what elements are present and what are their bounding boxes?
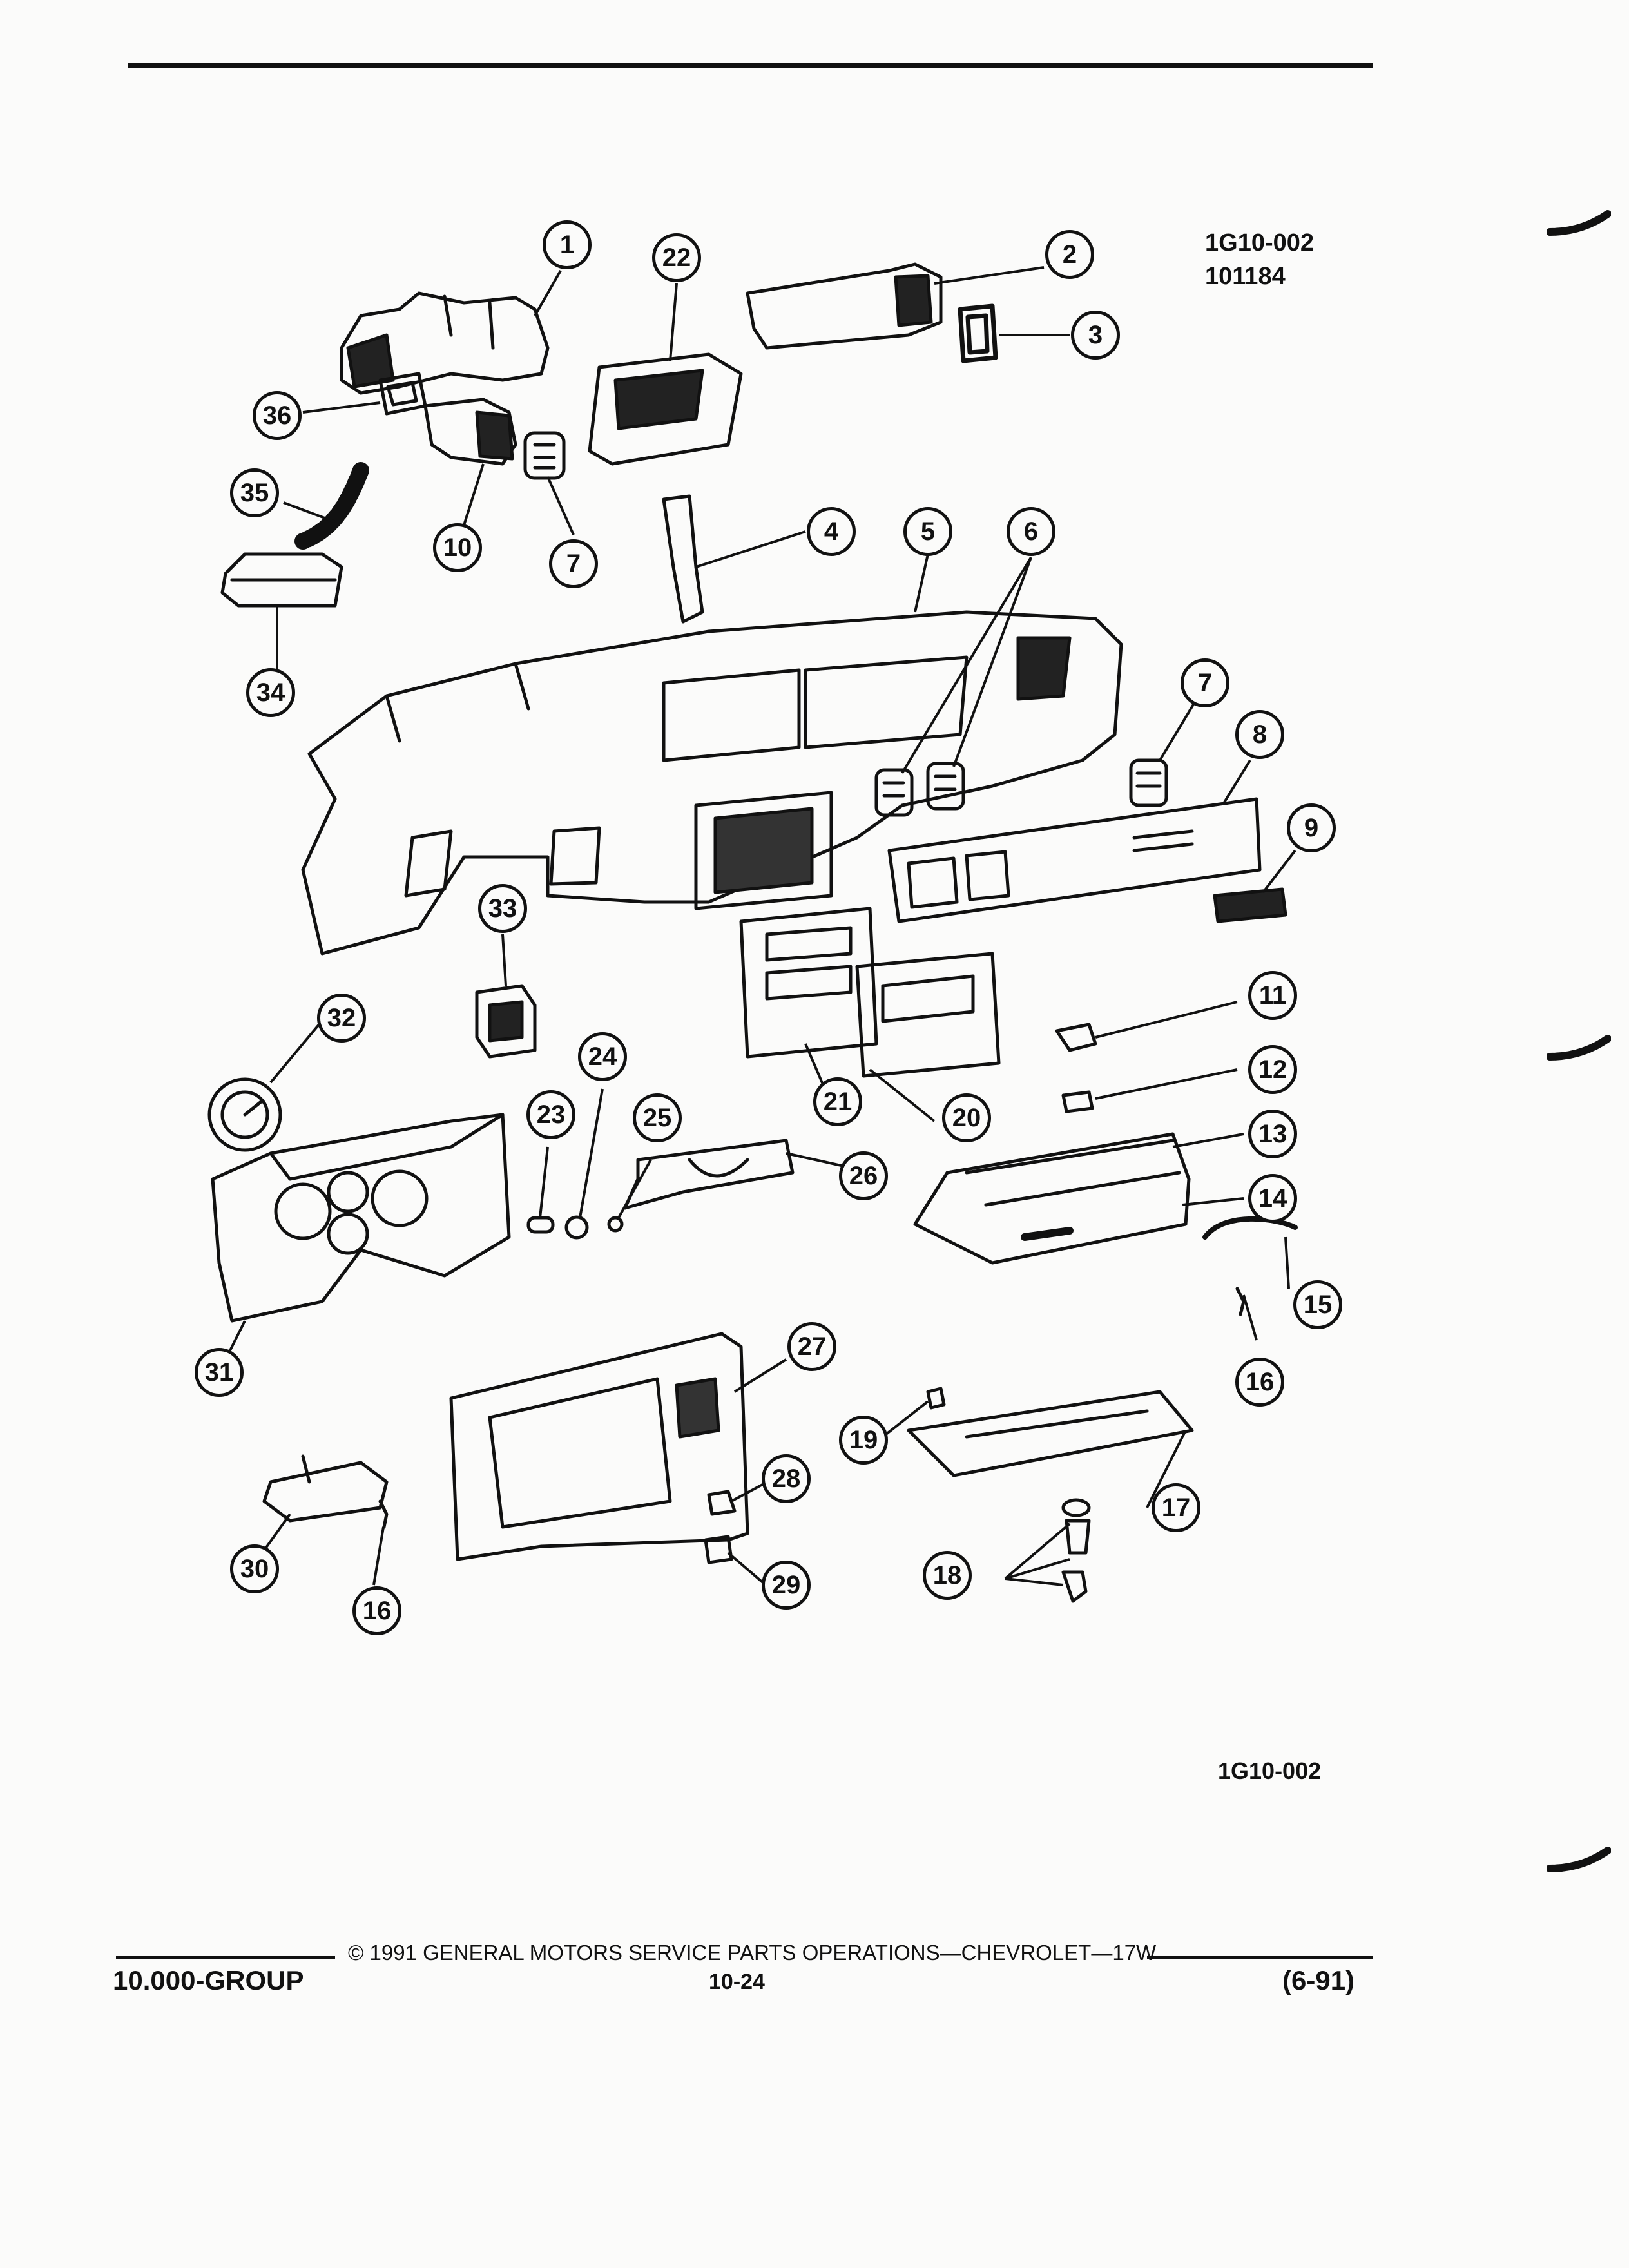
binder-mark-2 xyxy=(1547,1035,1611,1061)
latch-clip xyxy=(1055,1023,1097,1052)
callout-1: 1 xyxy=(543,220,592,269)
air-duct-left xyxy=(340,291,550,395)
callout-5: 5 xyxy=(903,507,952,556)
center-duct xyxy=(588,352,743,466)
cluster-housing xyxy=(211,1113,511,1323)
switch-assembly xyxy=(1213,887,1287,923)
callout-33: 33 xyxy=(478,884,527,933)
center-outlet-duct xyxy=(423,398,517,466)
callout-11: 11 xyxy=(1248,971,1297,1020)
callout-21: 21 xyxy=(813,1077,862,1126)
callout-8: 8 xyxy=(1235,710,1284,759)
bumper-19 xyxy=(926,1387,946,1410)
clip-29 xyxy=(704,1535,733,1564)
callout-4: 4 xyxy=(807,507,856,556)
footer-rule-left xyxy=(116,1956,335,1959)
callout-27: 27 xyxy=(787,1322,836,1371)
support-bracket xyxy=(662,494,704,624)
callout-3: 3 xyxy=(1071,311,1120,360)
callout-23: 23 xyxy=(526,1090,575,1139)
callout-35: 35 xyxy=(230,468,279,517)
outlet-bezel xyxy=(958,303,998,363)
clip-28 xyxy=(707,1490,737,1516)
callout-22: 22 xyxy=(652,233,701,282)
callout-30: 30 xyxy=(230,1544,279,1593)
footer-copyright: © 1991 GENERAL MOTORS SERVICE PARTS OPER… xyxy=(348,1941,1157,1965)
screw-25 xyxy=(607,1216,624,1233)
callout-16-right: 16 xyxy=(1235,1358,1284,1407)
air-duct-right xyxy=(746,262,943,350)
figure-code-bottom: 1G10-002 xyxy=(1218,1758,1322,1784)
footer-page-number: 10-24 xyxy=(709,1970,765,1994)
module-33 xyxy=(475,984,537,1059)
vent-barrel-right xyxy=(1129,758,1168,807)
vent-barrel-upper xyxy=(523,431,566,480)
callout-6: 6 xyxy=(1007,507,1055,556)
callout-20: 20 xyxy=(942,1093,991,1142)
bracket-30 xyxy=(262,1454,389,1523)
callout-34: 34 xyxy=(246,668,295,717)
cluster-bezel xyxy=(449,1332,749,1561)
binder-mark-3 xyxy=(1547,1847,1611,1872)
footer-revision: (6-91) xyxy=(1282,1965,1355,1995)
callout-2: 2 xyxy=(1045,230,1094,279)
duct-gasket xyxy=(378,372,427,416)
callout-25: 25 xyxy=(633,1093,682,1142)
gauge xyxy=(207,1077,282,1152)
callout-32: 32 xyxy=(317,994,366,1043)
callout-15: 15 xyxy=(1293,1280,1342,1329)
screw-16-right xyxy=(1235,1287,1246,1316)
bulb xyxy=(526,1216,555,1234)
door-stops xyxy=(1061,1498,1091,1603)
callout-28: 28 xyxy=(762,1454,811,1503)
flex-hose xyxy=(294,462,369,550)
bulb-socket xyxy=(564,1215,589,1240)
footer-rule-right xyxy=(1147,1956,1373,1959)
screw-16-left xyxy=(378,1499,389,1529)
figure-code-top: 1G10-002 xyxy=(1205,229,1315,256)
callout-17: 17 xyxy=(1152,1483,1200,1532)
glove-box xyxy=(913,1132,1191,1265)
callout-10: 10 xyxy=(433,523,482,572)
callout-26: 26 xyxy=(839,1151,888,1200)
top-rule xyxy=(128,63,1373,68)
figure-date: 101184 xyxy=(1205,263,1286,290)
callout-7-upper: 7 xyxy=(549,539,598,588)
callout-12: 12 xyxy=(1248,1045,1297,1094)
radio-trim-plate-20 xyxy=(855,952,1001,1078)
radio-trim-plate-21 xyxy=(739,907,878,1059)
accessory-trim-plate xyxy=(887,797,1262,923)
binder-mark-1 xyxy=(1547,210,1611,236)
callout-7-right: 7 xyxy=(1181,658,1229,707)
callout-24: 24 xyxy=(578,1032,627,1081)
glove-box-door xyxy=(907,1390,1194,1477)
callout-16-left: 16 xyxy=(352,1586,401,1635)
instrument-panel-carrier xyxy=(301,610,1123,956)
callout-36: 36 xyxy=(253,391,302,440)
callout-31: 31 xyxy=(195,1348,244,1397)
footer-group: 10.000-GROUP xyxy=(113,1965,304,1995)
callout-9: 9 xyxy=(1287,803,1336,852)
callout-18: 18 xyxy=(923,1551,972,1600)
callout-13: 13 xyxy=(1248,1110,1297,1158)
callout-19: 19 xyxy=(839,1416,888,1465)
check-strap xyxy=(1202,1216,1298,1240)
floor-outlet xyxy=(220,552,343,608)
striker xyxy=(1061,1090,1094,1113)
vent-knobs xyxy=(874,762,965,817)
steering-column-trim xyxy=(623,1139,795,1210)
callout-14: 14 xyxy=(1248,1174,1297,1223)
callout-29: 29 xyxy=(762,1561,811,1610)
